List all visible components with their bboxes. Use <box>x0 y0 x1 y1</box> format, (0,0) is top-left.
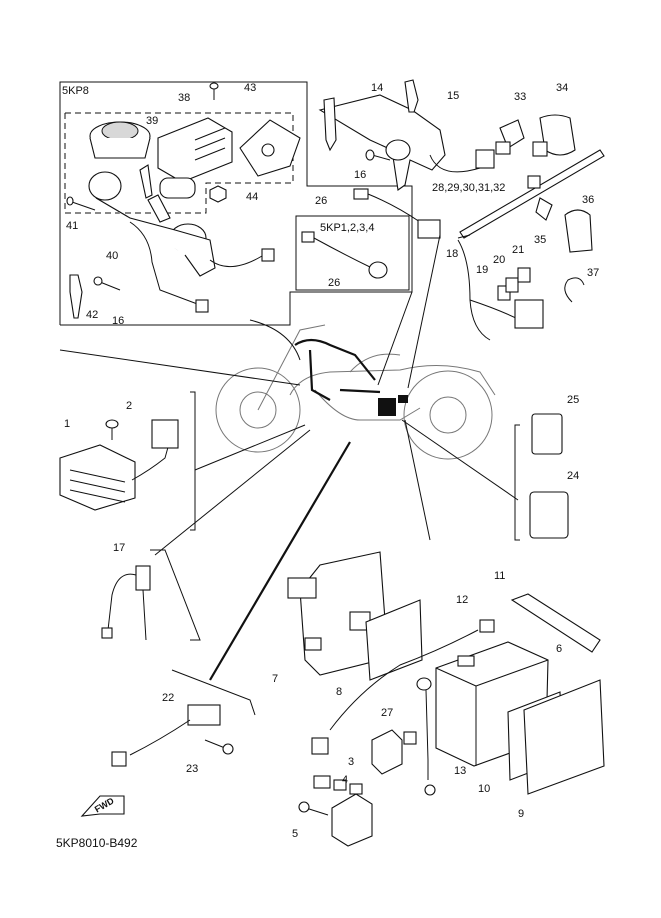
battery-band-11 <box>510 593 601 653</box>
callout-21: 21 <box>512 244 525 256</box>
bracket-part <box>239 119 301 177</box>
callout-4: 4 <box>342 774 349 786</box>
connector-33 <box>495 119 525 155</box>
callout-2: 2 <box>126 400 133 412</box>
callout-16-right: 16 <box>354 169 367 181</box>
callout-41: 41 <box>66 220 79 232</box>
screw-43 <box>209 82 219 100</box>
callout-1: 1 <box>64 418 71 430</box>
wire-band-28 <box>459 149 605 239</box>
clamp-34 <box>532 114 576 157</box>
callout-34: 34 <box>556 82 569 94</box>
ignition-switch-inset <box>88 171 275 313</box>
callout-6: 6 <box>556 643 563 655</box>
callout-22: 22 <box>162 692 175 704</box>
callout-35: 35 <box>534 234 547 246</box>
switch-17 <box>101 565 151 641</box>
callout-44: 44 <box>246 191 259 203</box>
nut-44 <box>209 185 227 203</box>
units-24-25 <box>529 413 569 539</box>
main-switch-14 <box>318 94 495 191</box>
fwd-arrow <box>80 795 125 817</box>
callout-36: 36 <box>582 194 595 206</box>
callout-18: 18 <box>446 248 459 260</box>
callout-15: 15 <box>447 90 460 102</box>
battery-box-7 <box>287 551 386 676</box>
main-switch-cover <box>89 121 151 159</box>
leader-lines <box>59 234 519 681</box>
ecu-unit-39 <box>157 117 233 183</box>
callout-27: 27 <box>381 707 394 719</box>
callout-10: 10 <box>478 783 491 795</box>
callout-5: 5 <box>292 828 299 840</box>
callout-23: 23 <box>186 763 199 775</box>
fuse-21 <box>517 267 531 283</box>
callout-14: 14 <box>371 82 384 94</box>
keys-inset <box>139 164 171 223</box>
clip-37 <box>564 277 585 303</box>
callout-37: 37 <box>587 267 600 279</box>
bolt-16-right <box>365 149 391 161</box>
key-42 <box>69 274 83 319</box>
pad-8 <box>365 599 423 681</box>
bolt-16-inset <box>93 276 121 291</box>
bolt-41 <box>66 196 96 211</box>
callout-13: 13 <box>454 765 467 777</box>
inset-code-5kp8: 5KP8 <box>62 85 89 97</box>
fuse-20 <box>505 277 519 293</box>
callout-43: 43 <box>244 82 257 94</box>
figure-code: 5KP8010-B492 <box>56 836 138 850</box>
callout-28-32: 28,29,30,31,32 <box>432 182 506 194</box>
lead-26-inset <box>301 231 388 279</box>
motorcycle-outline <box>215 324 496 460</box>
callout-7: 7 <box>272 673 279 685</box>
callout-25: 25 <box>567 394 580 406</box>
callout-33: 33 <box>514 91 527 103</box>
relay-27 <box>371 729 417 775</box>
callout-12: 12 <box>456 594 469 606</box>
key-15 <box>404 79 419 113</box>
lead-13 <box>416 677 436 796</box>
relay-22 <box>111 704 221 767</box>
lead-26 <box>353 188 441 239</box>
inset-5kp8-frame <box>59 81 413 326</box>
regulator-1 <box>59 419 179 511</box>
bolt-2 <box>105 419 119 440</box>
callout-39: 39 <box>146 115 159 127</box>
callout-3: 3 <box>348 756 355 768</box>
callout-16-inset: 16 <box>112 315 125 327</box>
callout-20: 20 <box>493 254 506 266</box>
bolt-5 <box>298 801 329 816</box>
brackets <box>150 391 520 716</box>
callout-42: 42 <box>86 309 99 321</box>
callout-17: 17 <box>113 542 126 554</box>
callout-9: 9 <box>518 808 525 820</box>
clamp-36 <box>564 209 593 253</box>
clip-35 <box>535 197 553 221</box>
callout-26-upper: 26 <box>315 195 328 207</box>
callout-26-inset: 26 <box>328 277 341 289</box>
callout-40: 40 <box>106 250 119 262</box>
lead-12 <box>311 619 495 755</box>
callout-38: 38 <box>178 92 191 104</box>
starter-relay-3 <box>313 775 373 847</box>
inset-5kp1234-frame <box>295 215 410 291</box>
callout-24: 24 <box>567 470 580 482</box>
pad-9 <box>523 679 605 795</box>
callout-8: 8 <box>336 686 343 698</box>
wire-harness-18 <box>457 239 544 341</box>
callout-19: 19 <box>476 264 489 276</box>
callout-11: 11 <box>494 570 506 582</box>
inset-code-5kp1234: 5KP1,2,3,4 <box>320 222 375 234</box>
screw-23 <box>204 739 234 755</box>
